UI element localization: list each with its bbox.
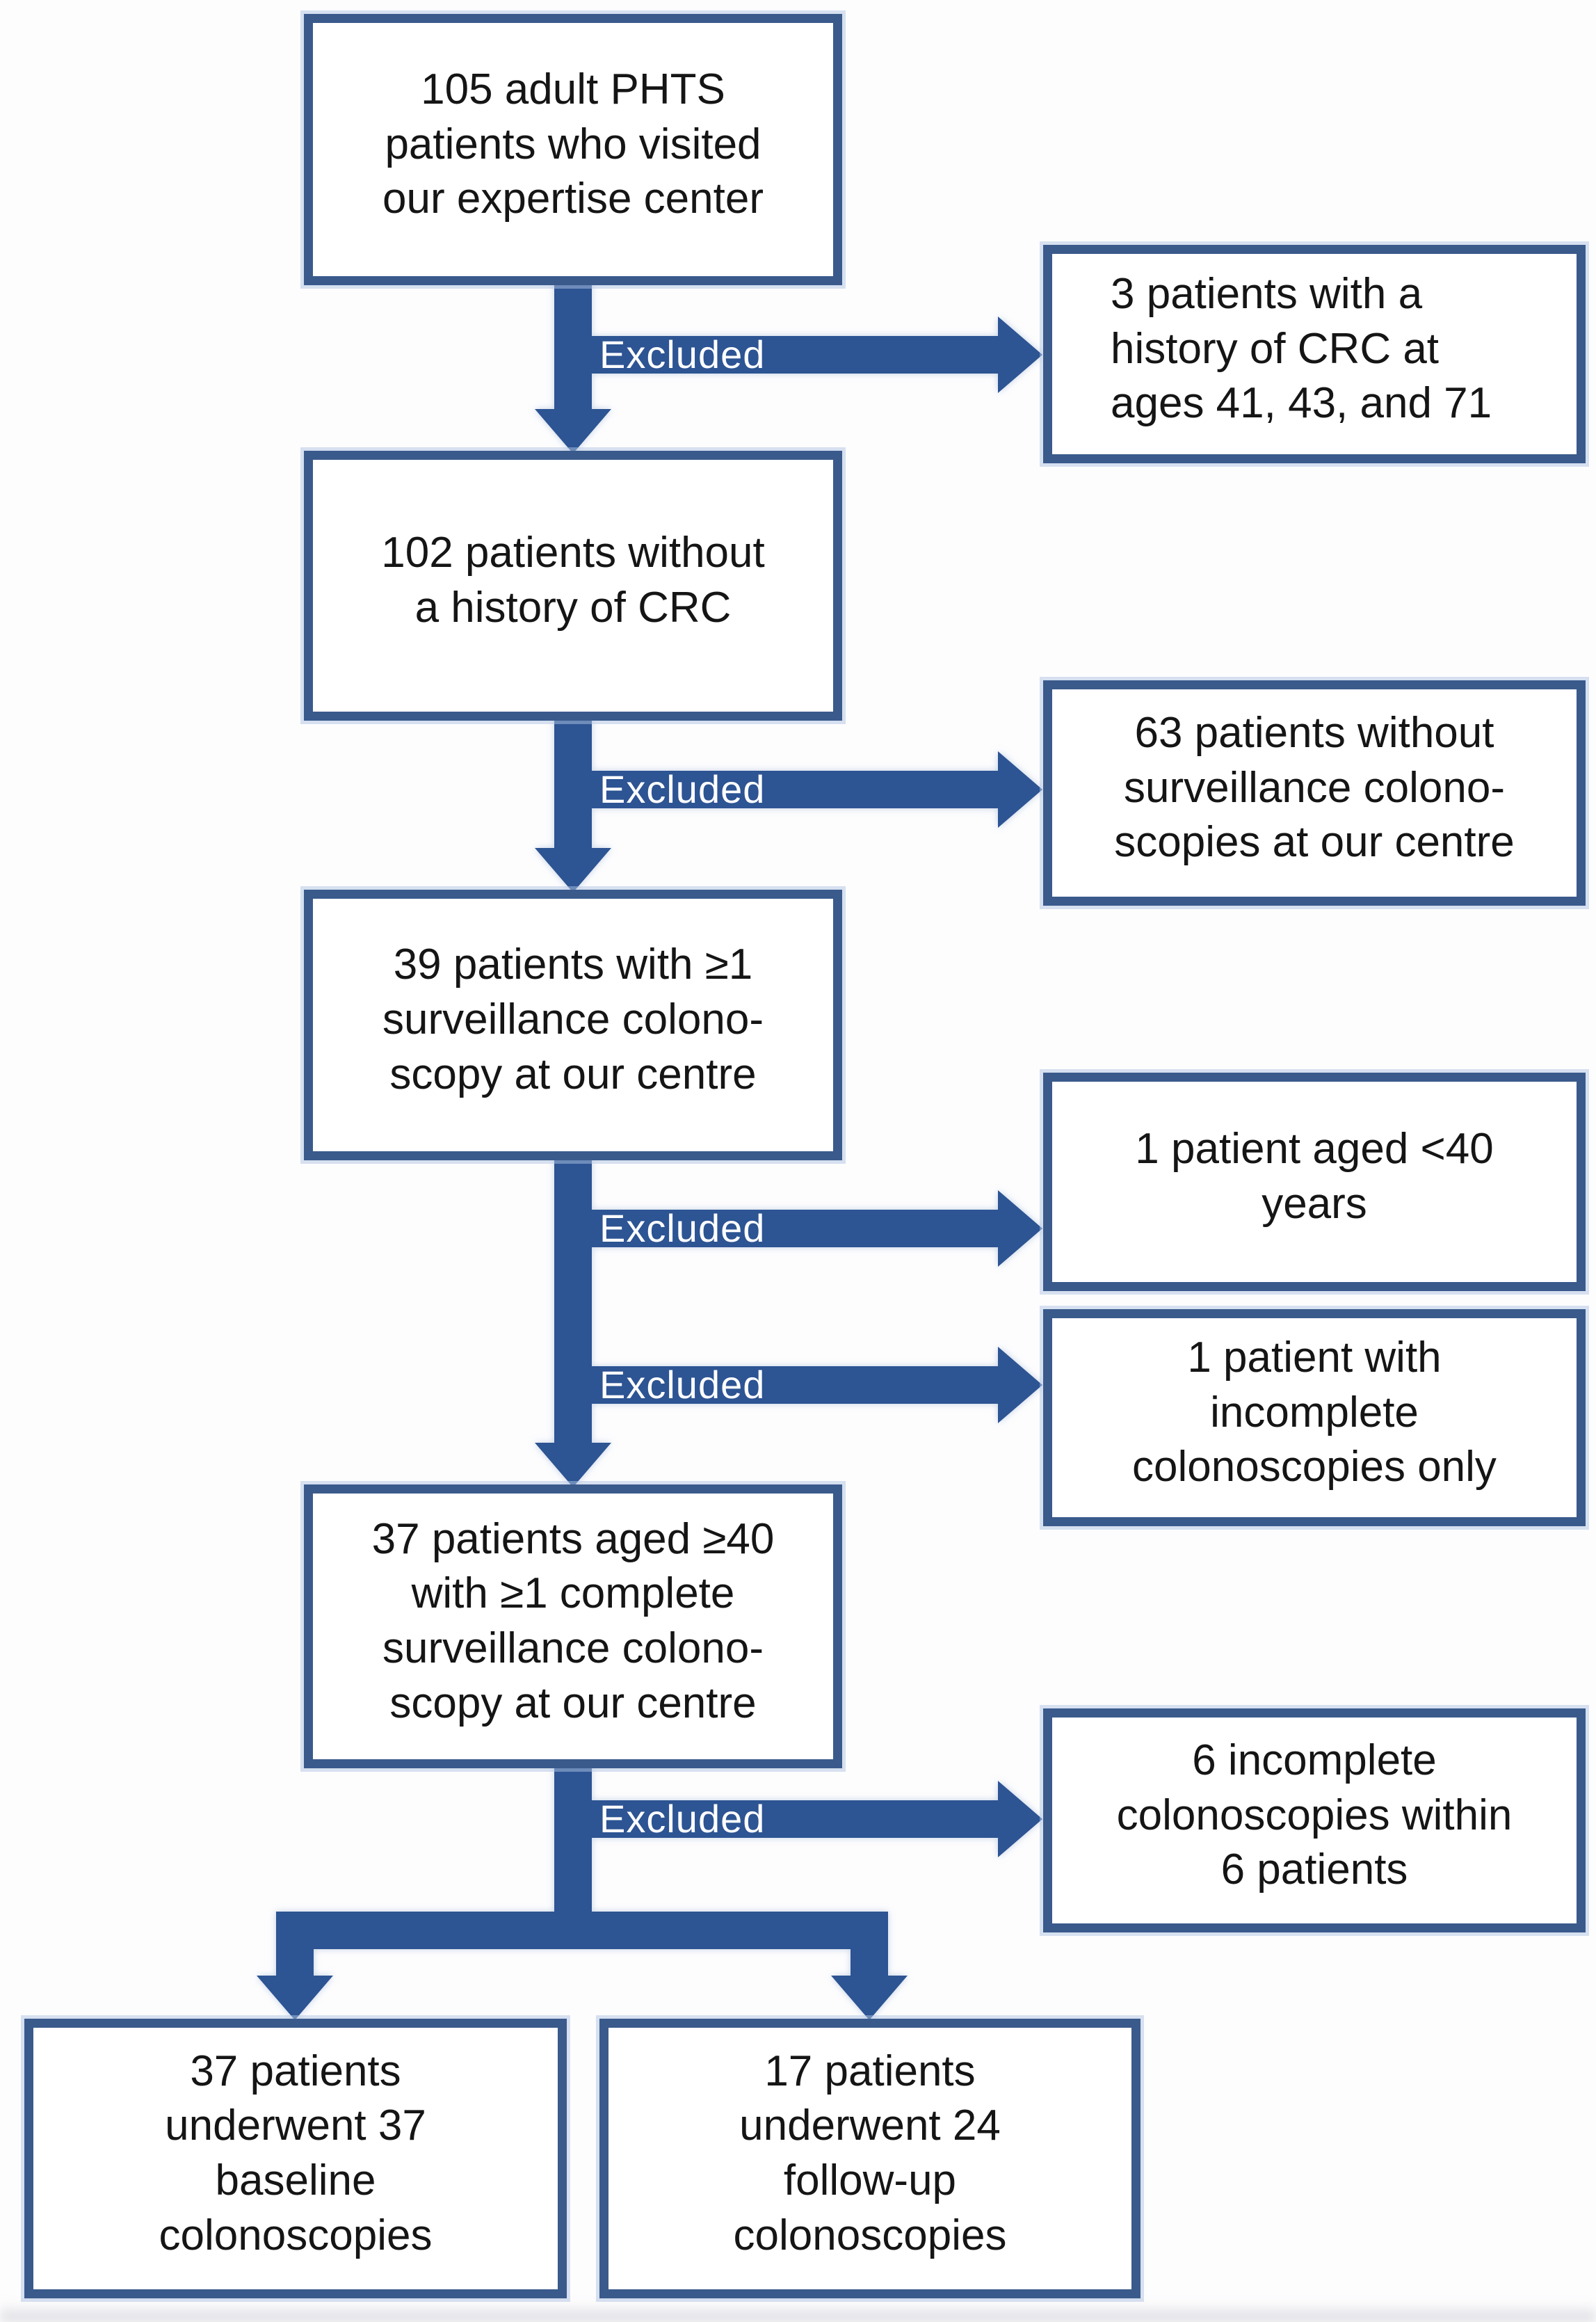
- node-excluded-incomplete-only: 1 patient with incomplete colonoscopies …: [1043, 1309, 1586, 1526]
- node-105-adult-phts: 105 adult PHTS patients who visited our …: [304, 14, 842, 285]
- node-37-baseline: 37 patients underwent 37 baseline colono…: [24, 2019, 567, 2298]
- excluded-arrow-3: [563, 1190, 1042, 1267]
- excluded-arrow-5: [563, 1781, 1042, 1857]
- excluded-label-3: Excluded: [599, 1206, 766, 1250]
- excluded-label-2: Excluded: [599, 767, 766, 811]
- branch-bar: [276, 1912, 888, 1949]
- page-edge-shadow: [0, 2303, 1596, 2322]
- node-37-eligible: 37 patients aged ≥40 with ≥1 complete su…: [304, 1484, 842, 1768]
- node-excluded-under-40: 1 patient aged <40 years: [1043, 1073, 1586, 1291]
- node-17-follow-up: 17 patients underwent 24 follow-up colon…: [599, 2019, 1140, 2298]
- excluded-arrow-4: [563, 1347, 1042, 1423]
- node-excluded-crc-history: 3 patients with a history of CRC at ages…: [1043, 245, 1586, 463]
- excluded-arrow-2: [563, 751, 1042, 828]
- node-39-surveillance: 39 patients with ≥1 surveillance colono-…: [304, 890, 842, 1160]
- down-arrow-3: [535, 1158, 611, 1487]
- excluded-label-5: Excluded: [599, 1797, 766, 1841]
- node-102-no-crc-history: 102 patients without a history of CRC: [304, 451, 842, 721]
- branch-arrow-left: [257, 1948, 333, 2020]
- excluded-label-1: Excluded: [599, 333, 766, 376]
- excluded-label-4: Excluded: [599, 1363, 766, 1407]
- excluded-arrow-1: [563, 317, 1042, 393]
- node-excluded-6-incomplete: 6 incomplete colonoscopies within 6 pati…: [1043, 1708, 1586, 1932]
- node-excluded-no-surveillance: 63 patients without surveillance colono-…: [1043, 680, 1586, 906]
- branch-arrow-right: [831, 1948, 908, 2020]
